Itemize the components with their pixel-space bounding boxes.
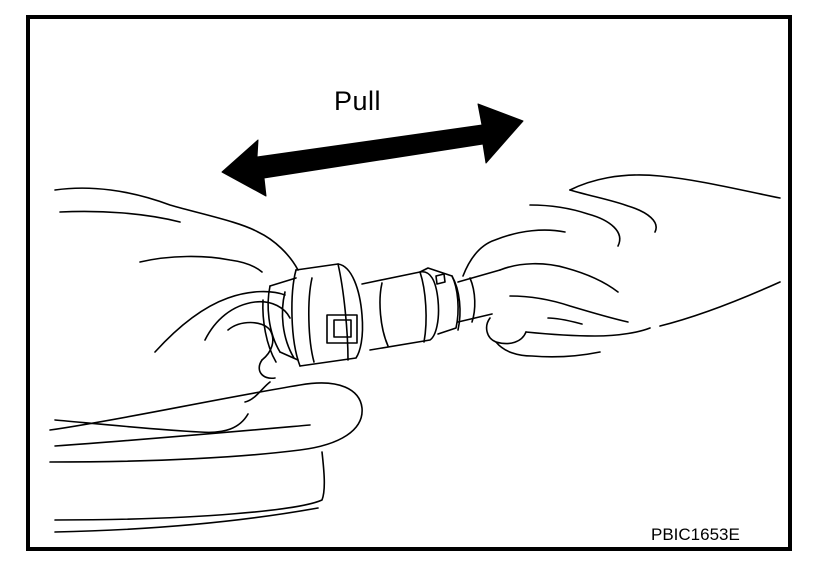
- figure-code: PBIC1653E: [651, 525, 740, 544]
- right-hand: [462, 174, 781, 358]
- pull-label: Pull: [334, 86, 382, 116]
- quick-connector: [262, 263, 501, 367]
- figure-frame: [26, 15, 792, 551]
- round-base: [49, 382, 363, 533]
- double-arrow-icon: [221, 103, 524, 197]
- left-hand: [54, 187, 299, 434]
